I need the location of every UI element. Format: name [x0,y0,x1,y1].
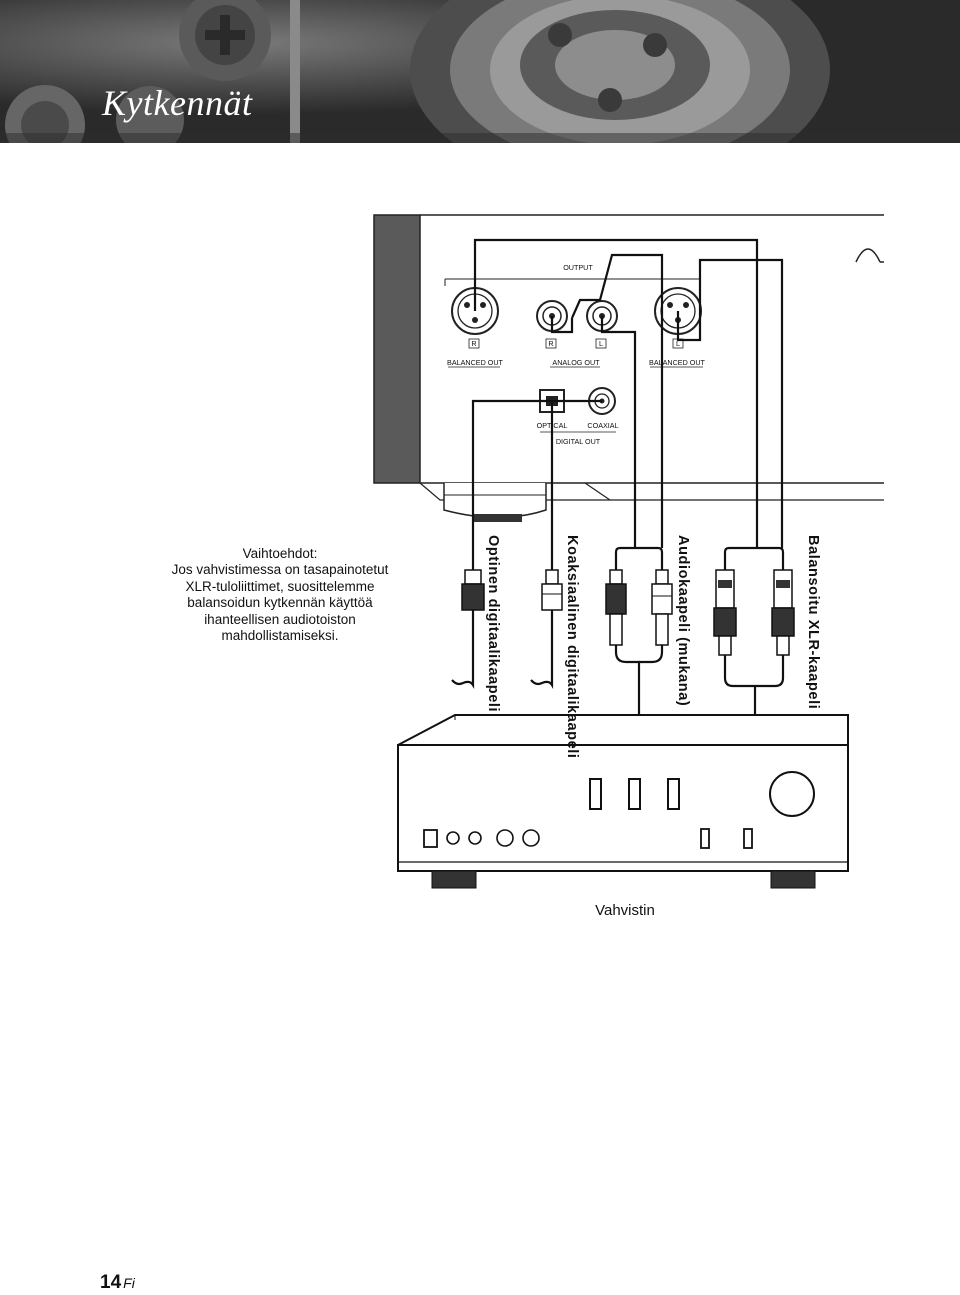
connection-diagram [0,143,960,943]
channel-l-box-2: L [676,339,680,348]
rca-plug-right [651,569,673,646]
xlr-plug-left [713,569,737,656]
analog-out-label: ANALOG OUT [552,358,600,367]
audio-cable-label: Audiokaapeli (mukana) [675,535,691,707]
channel-r-box-1: R [471,339,477,348]
xlr-cable-label-wrap: Balansoitu XLR-kaapeli [805,535,824,725]
options-note: Vaihtoehdot: Jos vahvistimessa on tasapa… [160,546,400,644]
channel-r-box-2: R [548,339,554,348]
coaxial-cable-label-wrap: Koaksiaalinen digitaalikaapeli [564,535,583,759]
page-title: Kytkennät [102,83,253,123]
optical-cable-label: Optinen digitaalikaapeli [485,535,501,713]
language-code: Fi [123,1275,135,1291]
coaxial-label: COAXIAL [587,421,619,430]
connection-drawing [373,214,884,889]
rca-plug-left [605,569,627,646]
balanced-out-left-label: BALANCED OUT [447,358,503,367]
amplifier-drawing [397,714,849,889]
header-banner: Kytkennät [0,0,960,143]
output-label: OUTPUT [563,263,593,272]
optical-cable-label-wrap: Optinen digitaalikaapeli [485,535,504,725]
coaxial-plug [541,569,563,611]
note-text: Jos vahvistimessa on tasapainotetut XLR-… [171,562,389,644]
balanced-out-right-label: BALANCED OUT [649,358,705,367]
coaxial-cable-label: Koaksiaalinen digitaalikaapeli [564,535,580,759]
audio-cable-label-wrap: Audiokaapeli (mukana) [675,535,694,725]
note-heading: Vaihtoehdot: [242,546,318,561]
page-number: 14 [100,1272,122,1293]
xlr-cable-label: Balansoitu XLR-kaapeli [805,535,821,710]
optical-plug [461,569,485,611]
header-photo [0,0,960,143]
amplifier-label: Vahvistin [595,902,655,919]
cd-player-rear-panel [373,214,884,522]
channel-l-box-1: L [599,339,603,348]
digital-out-label: DIGITAL OUT [555,437,601,446]
xlr-plug-right [771,569,795,656]
optical-label: OPTICAL [536,421,568,430]
